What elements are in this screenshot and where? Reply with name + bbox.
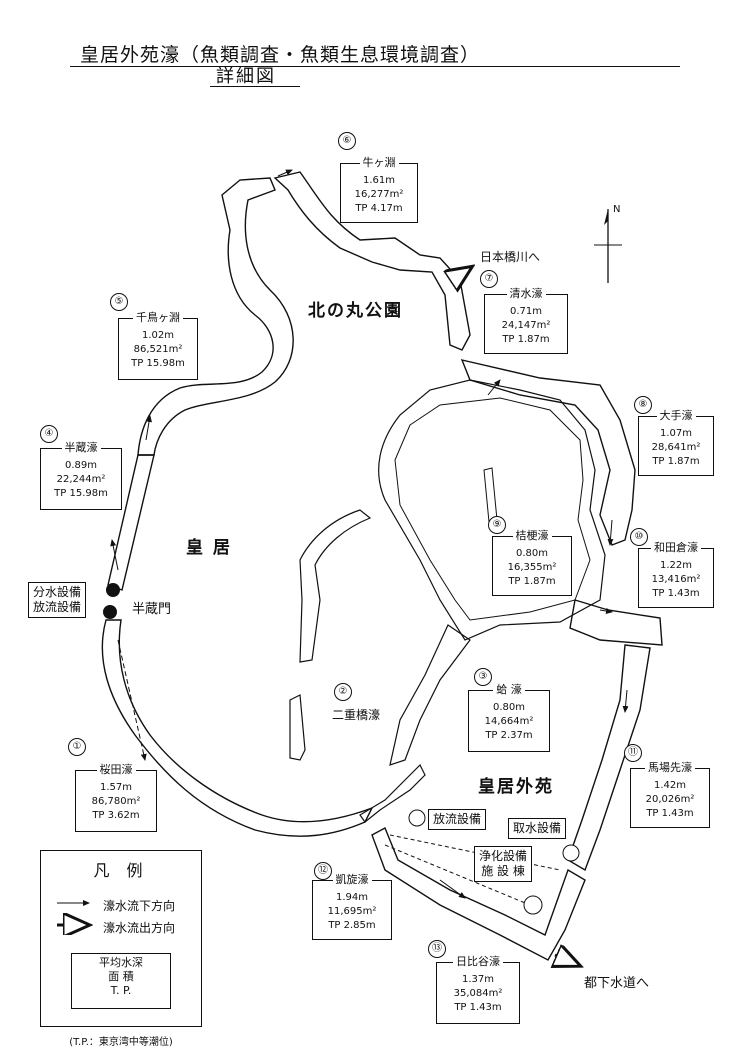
bunsui-marker [106,583,120,597]
moat-hamaguri [389,624,471,766]
facility-jouka: 浄化設備 施 設 棟 [474,846,533,882]
page-subtitle: 詳細図 [216,66,276,87]
moat-babasaki [567,644,651,872]
moat-kikyo-inner [394,397,591,621]
subtitle-underline [210,86,300,87]
moat-number-6: ⑥ [338,132,356,150]
moat-gaisen [359,763,426,823]
moat-ote [460,359,636,546]
page-title: 皇居外苑濠（魚類調査・魚類生息環境調査） [80,44,481,66]
moat-number-7: ⑦ [480,270,498,288]
moat-number-8: ⑧ [634,396,652,414]
label-nihonbashi: 日本橋川へ [480,250,541,264]
area-kokyo: 皇 居 [186,538,232,558]
moat-hibiya [371,827,586,961]
moat-number-1: ① [68,738,86,756]
moat-number-9: ⑨ [488,516,506,534]
moat-kikyo-strip [483,467,498,523]
facility-shusui: 取水設備 [508,818,567,839]
legend-panel: 凡 例 濠水流下方向 濠水流出方向 平均水深 面 積 T. P. (T.P.：東… [40,850,202,1048]
moat-number-12: ⑫ [314,862,332,880]
moat-number-3: ③ [474,668,492,686]
moat-number-2: ② [334,683,352,701]
label-nijubashi: 二重橋濠 [332,708,381,722]
legend-box: 平均水深 面 積 T. P. [71,953,171,1009]
houryu2-marker [408,809,426,827]
moat-number-4: ④ [40,425,58,443]
moat-number-5: ⑤ [110,293,128,311]
legend-arrow-icons [57,900,95,935]
north-label: N [613,204,621,215]
area-gaien: 皇居外苑 [478,777,554,797]
label-sewer: 都下水道へ [584,976,650,991]
legend-flow-down: 濠水流下方向 [103,899,176,913]
moat-number-10: ⑩ [630,528,648,546]
moat-inner-west [299,509,372,663]
moat-number-11: ⑪ [624,744,642,762]
label-hanzomon: 半蔵門 [132,602,172,617]
facility-bunsui: 分水設備 放流設備 [28,582,87,618]
legend-note: (T.P.：東京湾中等潮位) [69,1037,173,1048]
legend-title: 凡 例 [93,861,149,880]
moat-sakurada [101,619,374,837]
facility-houryu: 放流設備 [428,809,487,830]
jouka-marker [523,895,543,915]
moat-inner [378,379,606,641]
moat-number-13: ⑬ [428,940,446,958]
moat-ushigafuchi [273,171,471,351]
moat-nijubashi [289,694,306,761]
north-compass-icon [594,209,622,283]
shusui-marker [562,844,580,862]
area-kitanomaru: 北の丸公園 [308,301,403,321]
title-underline [70,66,680,67]
moat-chidorigafuchi [137,177,294,456]
houryu-marker [103,605,117,619]
legend-flow-out: 濠水流出方向 [103,921,176,935]
